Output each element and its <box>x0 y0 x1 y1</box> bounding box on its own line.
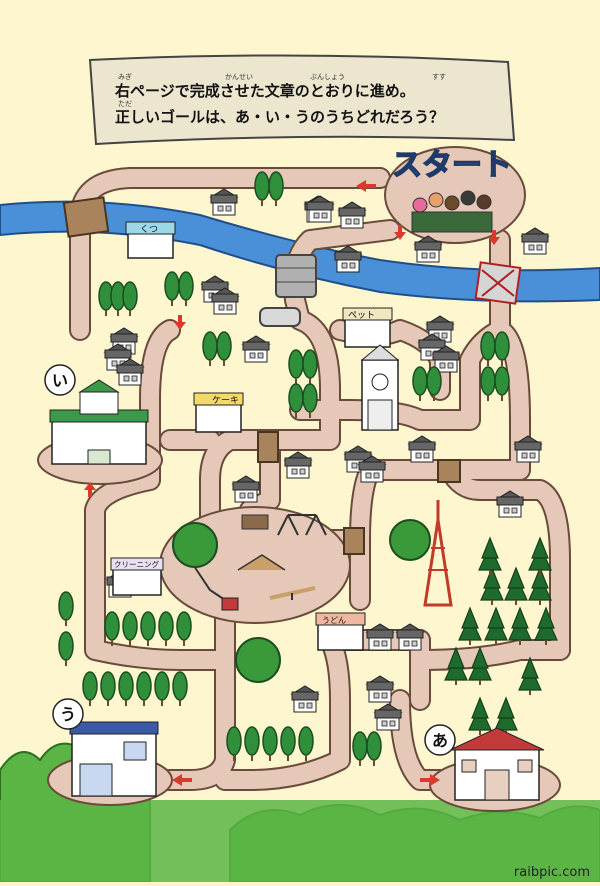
tunnel-2 <box>343 527 365 555</box>
bridge-stone <box>275 254 317 298</box>
shoe-shop-sign: くつ <box>140 225 158 235</box>
bridge-west <box>62 196 110 238</box>
pet-shop-sign: ペット <box>348 311 375 321</box>
udon-shop-sign: うどん <box>322 616 346 625</box>
udon-shop <box>315 612 366 651</box>
railroad-crossing <box>221 597 239 611</box>
ruby-tada: ただ <box>118 100 132 108</box>
cleaning-shop <box>110 557 164 596</box>
ruby-susu: すす <box>432 73 446 81</box>
instruction-line2: 正しいゴールは、あ・い・うのうちどれだろう？ <box>115 108 444 126</box>
direction-arrows <box>84 180 500 786</box>
start-label: スタート <box>392 148 512 183</box>
playground-equipment <box>189 514 327 601</box>
park-tree <box>172 522 218 568</box>
instruction-banner <box>88 54 516 146</box>
fruit-trees <box>235 519 431 683</box>
shoe-shop <box>125 221 176 259</box>
ruby-migi: みぎ <box>118 72 132 81</box>
goal-u-marker <box>52 698 84 730</box>
clock-tower <box>360 344 400 431</box>
watermark: raibpic.com <box>514 865 590 880</box>
pine-trees <box>444 537 558 736</box>
cleaning-shop-sign: クリーニング <box>114 559 159 569</box>
goal-u-label: う <box>60 705 76 724</box>
goal-a-marker <box>424 724 456 756</box>
radio-tower <box>423 500 453 607</box>
goal-i-building <box>49 379 149 465</box>
start-characters <box>411 190 493 233</box>
cake-shop <box>193 392 244 433</box>
pet-shop <box>342 307 393 348</box>
goal-i-marker <box>44 364 76 396</box>
goal-a-building <box>449 727 545 801</box>
goal-a-label: あ <box>432 731 448 750</box>
goal-u-building <box>69 721 159 797</box>
cake-shop-sign: ケーキ <box>212 395 239 406</box>
ruby-kansei: かんせい <box>225 73 253 81</box>
ruby-bunshou: ぶんしょう <box>310 73 345 81</box>
tunnel-1 <box>257 431 279 463</box>
bridge-east <box>474 261 522 305</box>
instruction-line1: 右ページで完成させた文章のとおりに進め。 <box>115 82 415 100</box>
goal-i-label: い <box>52 371 68 390</box>
tunnel-3 <box>437 459 461 483</box>
bridge-small <box>259 307 301 327</box>
